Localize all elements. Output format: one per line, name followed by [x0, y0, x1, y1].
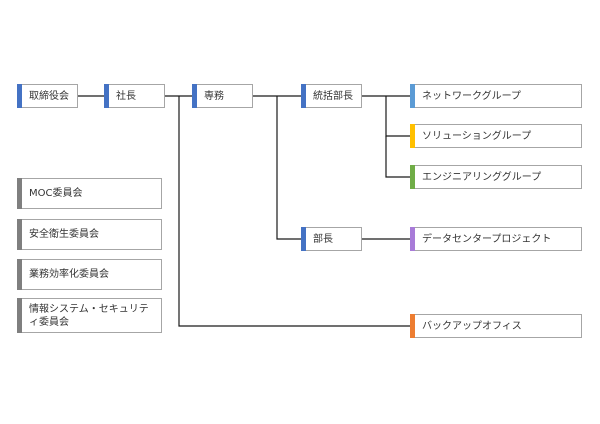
node-general-manager[interactable]: 統括部長 [301, 84, 362, 108]
node-datacenter-project-label: データセンタープロジェクト [422, 233, 552, 245]
node-backup-office[interactable]: バックアップオフィス [410, 314, 582, 338]
node-backup-office-label: バックアップオフィス [422, 320, 522, 332]
node-general-manager-label: 統括部長 [313, 90, 353, 102]
node-network-group[interactable]: ネットワークグループ [410, 84, 582, 108]
node-board-label: 取締役会 [29, 90, 69, 102]
node-president[interactable]: 社長 [104, 84, 165, 108]
committee-moc[interactable]: MOC委員会 [17, 178, 162, 209]
committee-safety-health[interactable]: 安全衛生委員会 [17, 219, 162, 250]
node-solution-group[interactable]: ソリューショングループ [410, 124, 582, 148]
committee-it-security-label: 情報システム・セキュリティ委員会 [29, 304, 149, 328]
node-board[interactable]: 取締役会 [17, 84, 78, 108]
committee-moc-label: MOC委員会 [29, 188, 83, 199]
node-senior-director-label: 専務 [204, 90, 224, 102]
node-senior-director[interactable]: 専務 [192, 84, 253, 108]
connector-general-engineering [385, 136, 410, 178]
node-manager[interactable]: 部長 [301, 227, 362, 251]
committee-safety-health-label: 安全衛生委員会 [29, 229, 99, 240]
node-president-label: 社長 [116, 90, 136, 102]
node-solution-group-label: ソリューショングループ [422, 130, 532, 142]
committee-efficiency-label: 業務効率化委員会 [29, 269, 109, 280]
connector-general-solution [385, 96, 410, 137]
node-engineering-group-label: エンジニアリンググループ [422, 171, 542, 183]
node-network-group-label: ネットワークグループ [422, 90, 521, 102]
node-engineering-group[interactable]: エンジニアリンググループ [410, 165, 582, 189]
node-datacenter-project[interactable]: データセンタープロジェクト [410, 227, 582, 251]
committee-it-security[interactable]: 情報システム・セキュリティ委員会 [17, 298, 162, 333]
node-manager-label: 部長 [313, 233, 333, 245]
connector-senior-manager [276, 96, 301, 240]
connector-president-backup [178, 96, 410, 327]
committee-efficiency[interactable]: 業務効率化委員会 [17, 259, 162, 290]
